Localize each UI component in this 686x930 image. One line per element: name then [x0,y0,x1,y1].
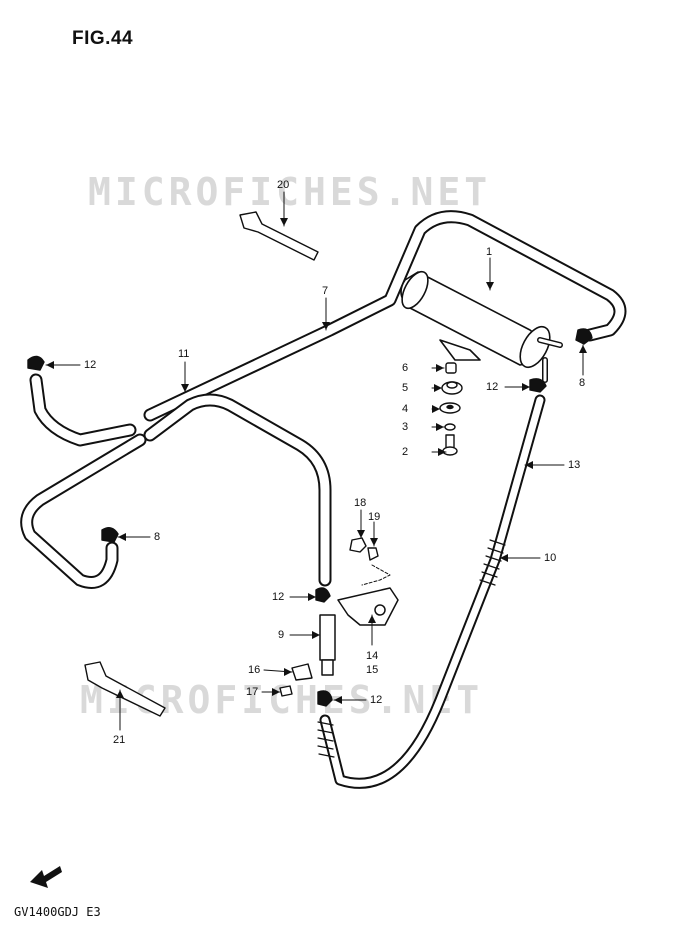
bracket-14-15 [337,587,399,626]
callout-9: 9 [278,629,285,641]
callout-3: 3 [402,421,409,433]
valve-9 [319,614,336,676]
hose-left-loop [20,373,147,589]
callout-20: 20 [277,179,290,191]
clamp-12-valve-top [315,587,331,603]
hose-7 [143,210,627,422]
clamp-8-right [575,328,593,345]
callout-6: 6 [402,362,409,374]
callout-12-canister: 12 [486,381,499,393]
callout-5: 5 [402,382,409,394]
callout-11: 11 [178,348,190,360]
clamp-12-valve-bottom [317,690,333,707]
nut-19 [367,547,379,561]
cable-tie-20 [239,211,319,261]
callout-16: 16 [248,664,261,676]
screw-17 [279,685,293,697]
figure-title: FIG.44 [72,28,134,49]
hose-11 [143,393,332,587]
callout-15: 15 [366,664,379,676]
model-code: GV1400GDJ E3 [14,905,101,919]
nut-18 [349,537,367,553]
callout-13: 13 [568,459,581,471]
hose-13-10 [317,394,546,789]
callout-12-valve-bottom: 12 [370,694,383,706]
callout-18: 18 [354,497,367,509]
mount-stack [439,362,463,456]
callout-8-left: 8 [154,531,161,543]
clamp-8-left [101,527,119,543]
callout-8-right: 8 [579,377,586,389]
callout-21: 21 [113,734,126,746]
clip-16 [291,663,313,681]
callout-19: 19 [368,511,381,523]
callout-4: 4 [402,403,409,415]
clamp-12-upper-left [27,355,45,371]
callout-1: 1 [486,246,493,258]
callout-14: 14 [366,650,379,662]
callout-12-valve-top: 12 [272,591,285,603]
callout-7: 7 [322,285,329,297]
callout-2: 2 [402,446,409,458]
clamp-12-canister [529,378,547,393]
callout-10: 10 [544,552,557,564]
arrowheads [46,218,587,704]
dashline-19 [361,564,391,586]
watermark-top: MICROFICHES.NET [88,170,492,214]
front-direction-arrow-icon [30,866,62,888]
callout-12-upper-left: 12 [84,359,97,371]
cable-tie-21 [84,661,166,717]
canister-1 [400,270,563,383]
callout-17: 17 [246,686,259,698]
